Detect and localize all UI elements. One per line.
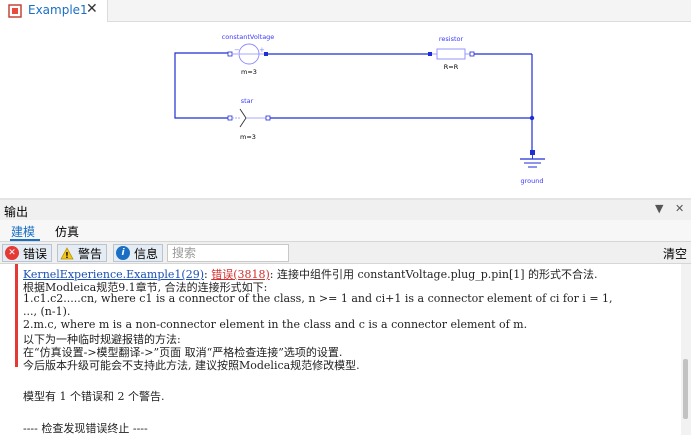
ground-name: ground xyxy=(521,177,544,185)
scrollbar-thumb[interactable] xyxy=(683,359,688,419)
output-panel-header: 输出 ▼ ✕ xyxy=(0,200,691,220)
message-detail-line: ..., (n-1). xyxy=(23,305,71,318)
model-icon xyxy=(8,4,22,18)
error-marker xyxy=(15,264,18,367)
panel-menu-icon[interactable]: ▼ xyxy=(655,202,664,215)
star-param: m=3 xyxy=(240,133,256,141)
resistor-param: R=R xyxy=(444,63,459,71)
summary-text: 模型有 1 个错误和 2 个警告. xyxy=(23,390,165,403)
tab-example1[interactable]: Example1 ✕ xyxy=(0,0,108,22)
tab-close-icon[interactable]: ✕ xyxy=(86,1,98,17)
output-panel-title: 输出 xyxy=(4,205,29,219)
warning-filter-button[interactable]: ! 警告 xyxy=(57,244,108,262)
active-tab-indicator xyxy=(10,239,40,241)
panel-close-icon[interactable]: ✕ xyxy=(675,202,685,215)
diagram-canvas[interactable]: constantVoltage − + m=3 resistor R=R sta… xyxy=(0,23,691,201)
resistor-name: resistor xyxy=(439,35,464,43)
output-subtabs: 建模 仿真 xyxy=(0,220,691,242)
message-filter-bar: ✕ 错误 ! 警告 i 信息 清空 xyxy=(0,242,691,264)
error-filter-label: 错误 xyxy=(23,246,48,261)
message-scrollbar[interactable] xyxy=(681,264,691,435)
tab-simulation[interactable]: 仿真 xyxy=(55,225,80,239)
tab-modeling[interactable]: 建模 xyxy=(11,225,36,239)
message-detail-line: 2.m.c, where m is a non-connector elemen… xyxy=(23,318,528,331)
star-component[interactable]: star m=3 xyxy=(227,97,271,141)
error-code-link[interactable]: 错误(3818) xyxy=(211,268,270,281)
model-location-link[interactable]: KernelExperience.Example1(29) xyxy=(23,268,204,281)
clear-button[interactable]: 清空 xyxy=(663,247,688,261)
ground-component[interactable]: ground xyxy=(520,150,545,185)
svg-text:!: ! xyxy=(65,251,69,260)
constant-voltage-param: m=3 xyxy=(241,68,257,76)
error-icon: ✕ xyxy=(5,246,19,260)
constant-voltage-component[interactable]: constantVoltage − + m=3 xyxy=(222,33,275,76)
editor-tab-bar: Example1 ✕ xyxy=(0,0,691,22)
check-footer-text: ---- 检查发现错误终止 ---- xyxy=(23,422,148,435)
connection-wires xyxy=(174,52,533,152)
svg-text:+: + xyxy=(259,46,265,54)
tab-label: Example1 xyxy=(28,3,88,17)
panel-splitter[interactable] xyxy=(0,198,691,200)
error-filter-button[interactable]: ✕ 错误 xyxy=(2,244,53,262)
info-filter-button[interactable]: i 信息 xyxy=(113,244,164,262)
svg-text:−: − xyxy=(234,46,240,54)
resistor-component[interactable]: resistor R=R xyxy=(428,35,475,71)
message-detail-line: 在“仿真设置->模型翻译->”页面 取消“严格检查连接”选项的设置. xyxy=(23,346,343,359)
info-icon: i xyxy=(116,246,130,260)
error-message-text: : 连接中组件引用 constantVoltage.plug_p.pin[1] … xyxy=(269,268,598,281)
message-detail-line: 以下为一种临时规避报错的方法: xyxy=(23,333,181,346)
message-search-input[interactable] xyxy=(167,244,289,262)
message-detail-line: 根据Modleica规范9.1章节, 合法的连接形式如下: xyxy=(23,281,268,294)
warning-filter-label: 警告 xyxy=(78,246,103,261)
warning-icon: ! xyxy=(60,246,74,260)
message-detail-line: 1.c1.c2.....cn, where c1 is a connector … xyxy=(23,292,613,305)
error-message-line: KernelExperience.Example1(29): 错误(3818):… xyxy=(23,268,598,281)
message-list: KernelExperience.Example1(29): 错误(3818):… xyxy=(0,264,691,435)
message-detail-line: 今后版本升级可能会不支持此方法, 建议按照Modelica规范修改模型. xyxy=(23,359,360,372)
star-name: star xyxy=(241,97,254,105)
info-filter-label: 信息 xyxy=(134,246,159,261)
constant-voltage-name: constantVoltage xyxy=(222,33,275,41)
